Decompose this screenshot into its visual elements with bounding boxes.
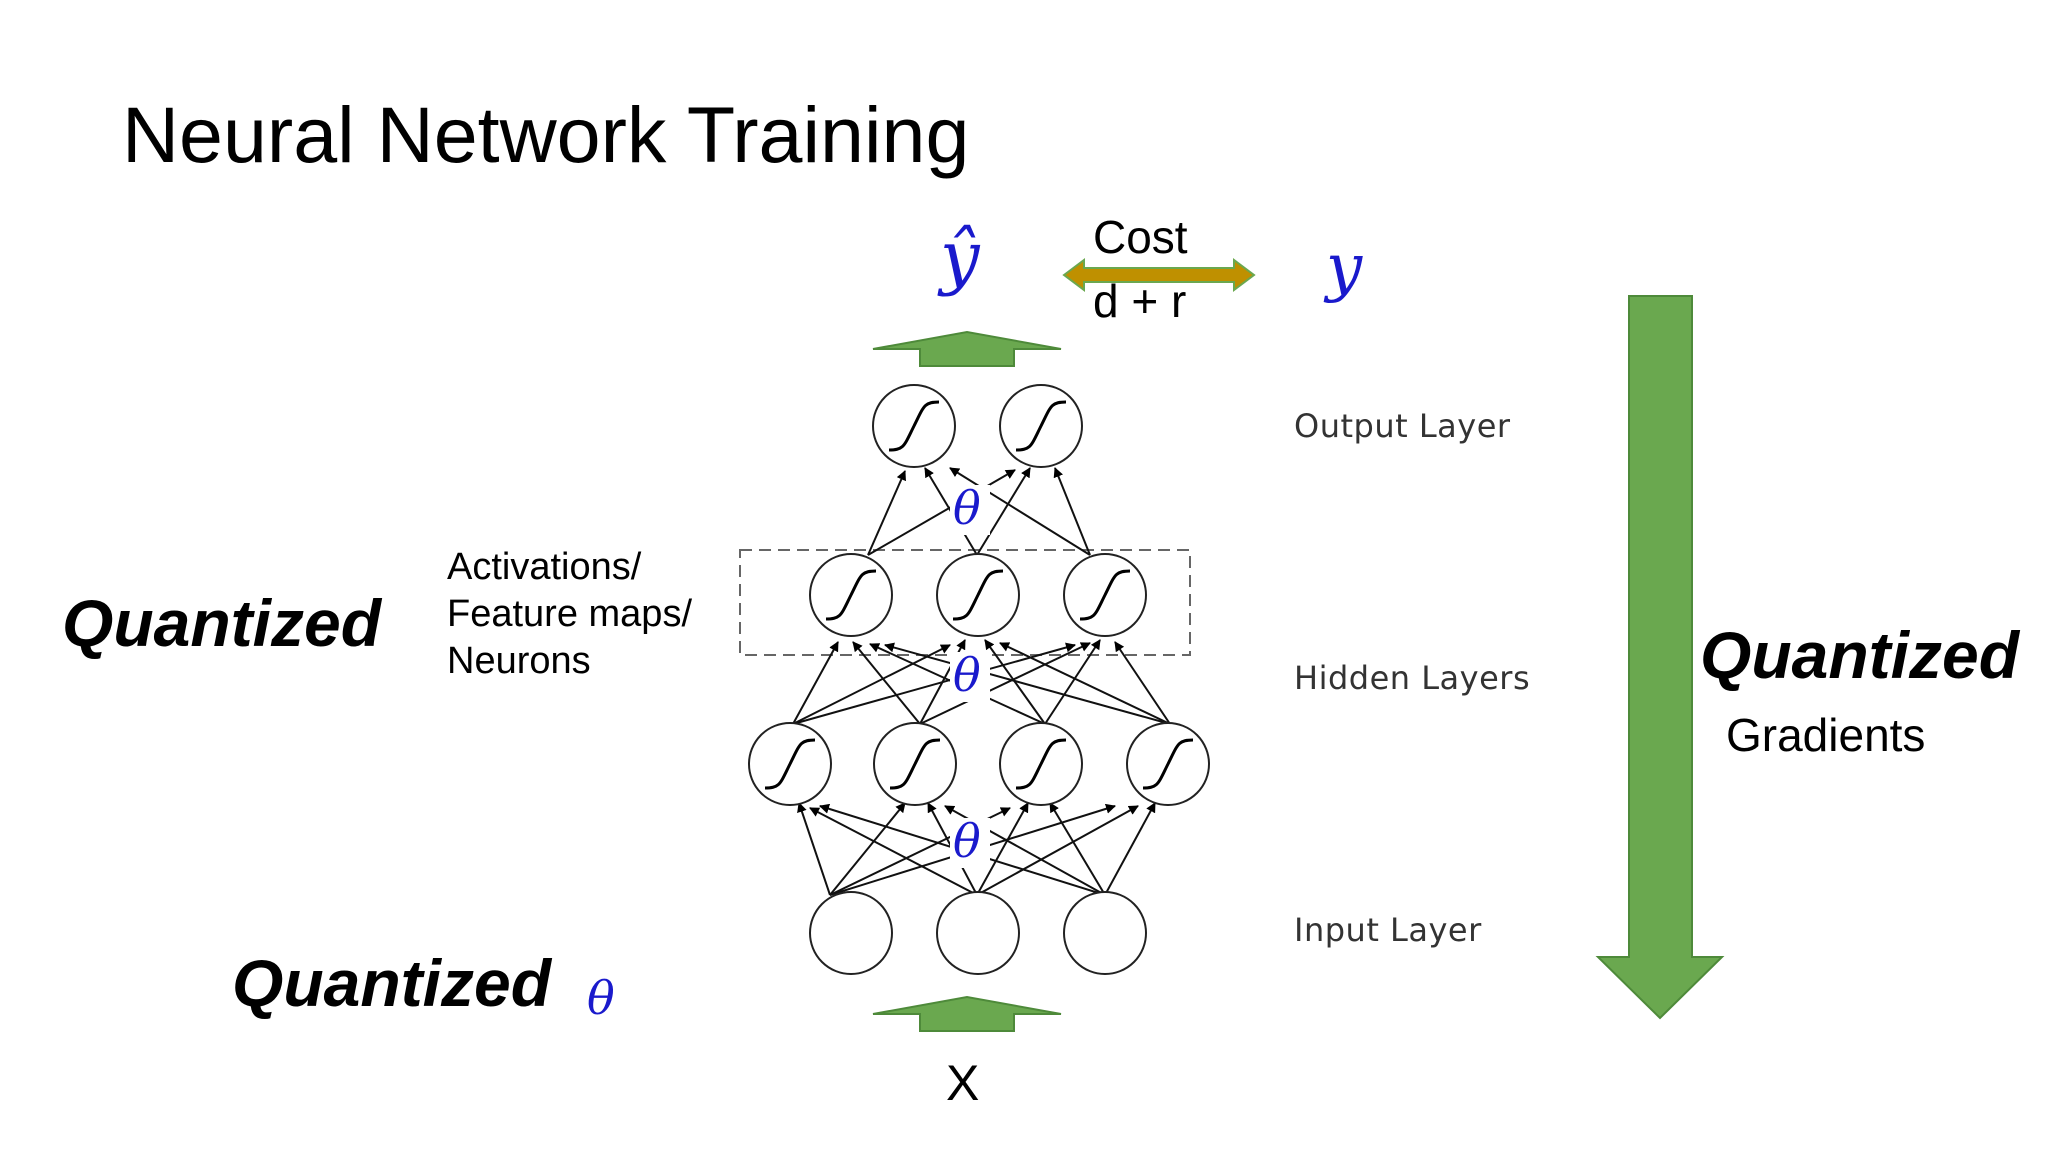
theta-hidden-weights: θ — [953, 648, 981, 702]
output-layer-label: Output Layer — [1294, 407, 1511, 445]
cost-formula: d + r — [1093, 275, 1187, 327]
input-layer-label: Input Layer — [1294, 911, 1482, 949]
output-up-arrow — [872, 330, 1062, 367]
input-layer-neurons — [809, 891, 1147, 975]
sigmoid-icon — [1079, 569, 1131, 621]
quantized-gradients-label: Quantized — [1700, 618, 2020, 692]
y-hat-symbol: ŷ — [940, 216, 980, 298]
theta-quantized-symbol: θ — [587, 971, 615, 1025]
cost-label: Cost — [1093, 211, 1188, 263]
sigmoid-icon — [952, 569, 1004, 621]
activations-desc-line2: Feature maps/ — [447, 593, 692, 635]
activations-desc-line3: Neurons — [447, 640, 591, 682]
sigmoid-icon — [1015, 400, 1067, 452]
cost-double-arrow — [1062, 258, 1256, 292]
hidden-layer-1-neurons — [748, 722, 1210, 806]
gradients-label: Gradients — [1726, 709, 1926, 761]
input-neuron-3 — [1063, 891, 1147, 975]
sigmoid-icon — [1015, 738, 1067, 790]
y-symbol: y — [1326, 231, 1363, 305]
sigmoid-icon — [825, 569, 877, 621]
input-neuron-1 — [809, 891, 893, 975]
theta-output-weights: θ — [953, 481, 981, 535]
slide-title: Neural Network Training — [122, 90, 970, 179]
input-neuron-2 — [936, 891, 1020, 975]
sigmoid-icon — [889, 738, 941, 790]
output-layer-neurons — [872, 384, 1083, 468]
theta-input-weights: θ — [953, 814, 981, 868]
input-up-arrow — [872, 995, 1062, 1032]
sigmoid-icons — [764, 400, 1194, 790]
sigmoid-icon — [1142, 738, 1194, 790]
connections-hidden-hidden — [792, 639, 1171, 725]
sigmoid-icon — [888, 400, 940, 452]
gradient-down-arrow — [1595, 295, 1725, 1020]
activations-desc-line1: Activations/ — [447, 546, 642, 588]
hidden-layers-label: Hidden Layers — [1294, 659, 1531, 697]
input-x-label: X — [946, 1055, 980, 1111]
quantized-activations-label: Quantized — [62, 586, 382, 660]
quantized-weights-label: Quantized — [232, 946, 552, 1020]
sigmoid-icon — [764, 738, 816, 790]
